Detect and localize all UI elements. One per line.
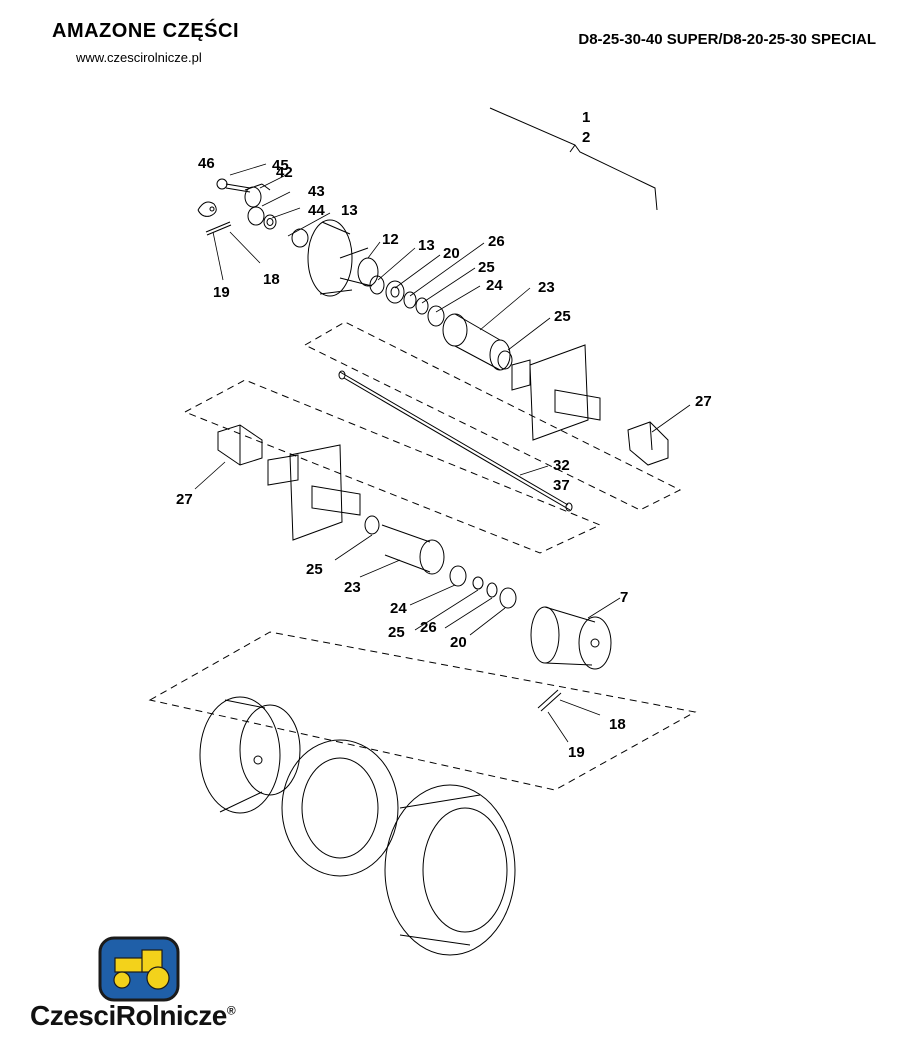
clip-part <box>197 201 217 217</box>
callout-1: 1 <box>582 109 590 126</box>
frame-plate-upper <box>511 344 601 441</box>
callout-19b: 19 <box>568 744 585 761</box>
end-cap-left <box>217 424 263 466</box>
dashed-outline-lower <box>148 631 697 791</box>
company-logo <box>98 936 180 1002</box>
bushing-part <box>244 183 271 208</box>
callout-43: 43 <box>308 183 325 200</box>
callout-23b: 23 <box>344 579 361 596</box>
callout-25d: 25 <box>388 624 405 641</box>
callout-42: 42 <box>276 164 293 181</box>
assembly-bracket <box>489 107 658 211</box>
callout-24b: 24 <box>390 600 407 617</box>
callout-12: 12 <box>382 231 399 248</box>
callout-26a: 26 <box>488 233 505 250</box>
callout-13b: 13 <box>418 237 435 254</box>
wheel-rim <box>199 696 301 814</box>
washer-part <box>263 214 277 230</box>
frame-plate-middle <box>267 444 361 541</box>
callout-26b: 26 <box>420 619 437 636</box>
sleeve-upper <box>442 313 511 371</box>
inner-tube <box>281 739 399 877</box>
end-cap-right <box>627 421 669 466</box>
callout-20a: 20 <box>443 245 460 262</box>
website-link[interactable]: www.czescirolnicze.pl <box>76 50 202 65</box>
callout-46: 46 <box>198 155 215 172</box>
brand-title: AMAZONE CZĘŚCI <box>52 20 239 42</box>
washer-ring <box>385 280 405 304</box>
callout-27b: 27 <box>176 491 193 508</box>
logo-wordmark: CzesciRolnicze® <box>30 1000 236 1031</box>
callout-7: 7 <box>620 589 628 606</box>
sprocket-hub <box>530 606 612 670</box>
callout-25a: 25 <box>478 259 495 276</box>
bearing-part <box>427 305 445 327</box>
callout-32: 32 <box>553 457 570 474</box>
callout-44: 44 <box>308 202 325 219</box>
dashed-outline-upper <box>303 321 682 511</box>
callout-18b: 18 <box>609 716 626 733</box>
callout-23a: 23 <box>538 279 555 296</box>
callout-2: 2 <box>582 129 590 146</box>
callout-37: 37 <box>553 477 570 494</box>
callout-25c: 25 <box>306 561 323 578</box>
callout-27a: 27 <box>695 393 712 410</box>
tire <box>384 784 516 956</box>
callout-19a: 19 <box>213 284 230 301</box>
flange-hub-part <box>291 219 379 297</box>
callout-24a: 24 <box>486 277 503 294</box>
callout-20b: 20 <box>450 634 467 651</box>
ring-part <box>247 206 265 226</box>
sleeve-lower <box>381 524 445 575</box>
model-title: D8-25-30-40 SUPER/D8-20-25-30 SPECIAL <box>578 31 876 48</box>
pin-part <box>205 221 231 233</box>
callout-13a: 13 <box>341 202 358 219</box>
shaft-part <box>338 370 573 512</box>
pin-lower <box>537 689 559 709</box>
callout-45: 45 <box>272 157 289 174</box>
tractor-icon <box>113 949 170 990</box>
callout-18a: 18 <box>263 271 280 288</box>
callout-25b: 25 <box>554 308 571 325</box>
